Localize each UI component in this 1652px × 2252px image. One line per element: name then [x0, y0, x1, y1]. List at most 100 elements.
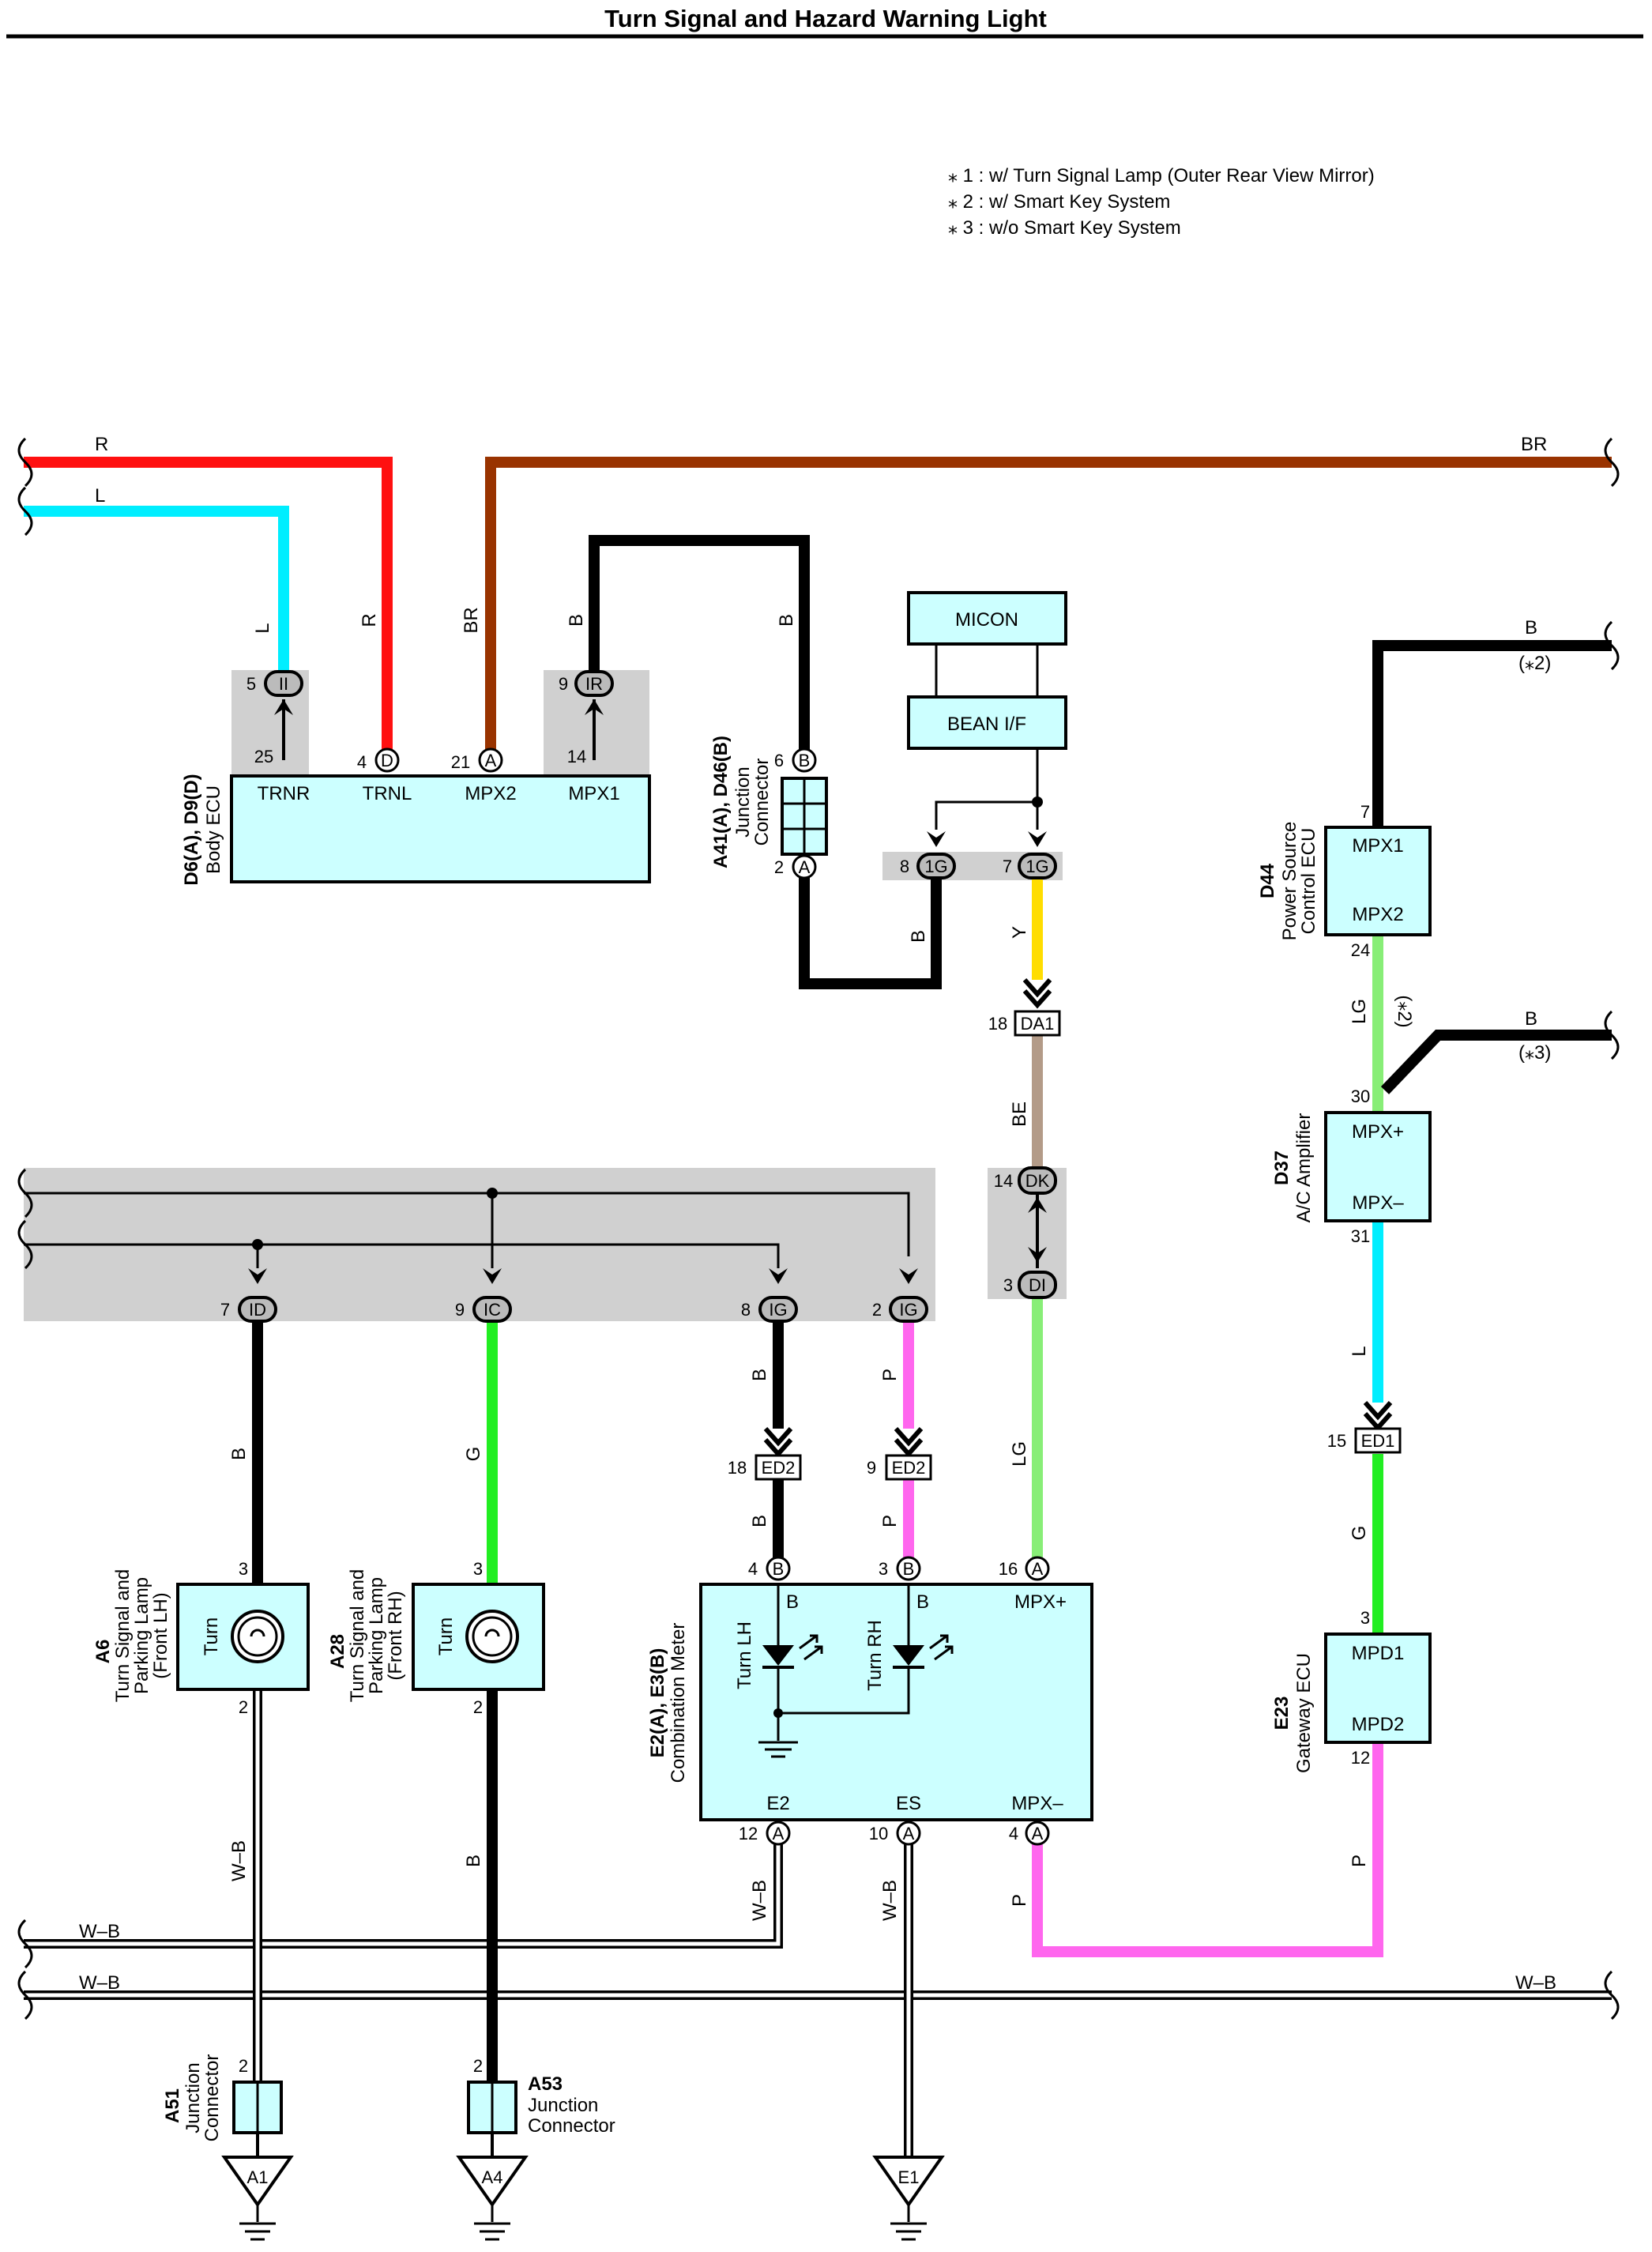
junction-connector-a53: 2 A53 Junction Connector: [467, 2056, 615, 2137]
arrow-ed2-9-1: [894, 1427, 924, 1447]
meter-conn-top-3: [1025, 1556, 1050, 1581]
label-r-top: R: [95, 434, 108, 455]
bus-connectors: ID 7 IC 9 IG 8 IG 2: [220, 1268, 928, 1323]
gateway-mpd1: MPD1: [1352, 1643, 1405, 1664]
wire-l: [24, 506, 289, 670]
micon-bean: MICON BEAN I/F: [907, 591, 1067, 750]
lamp-lh-bulb-outer: [231, 1610, 284, 1663]
conn-ii-id: II: [279, 674, 288, 694]
conn-ic: [472, 1296, 512, 1323]
label-l-top: L: [95, 485, 105, 507]
conn-di-id: DI: [1029, 1275, 1046, 1295]
wire-labels: R L BR L R BR B B B Y BE LG B (⁎2) LG (⁎…: [79, 434, 1556, 1994]
conn-ig-8-pin: 8: [741, 1300, 751, 1320]
conn-ir-id: IR: [585, 674, 603, 694]
wire-breaks: [17, 437, 1620, 2020]
label-b-power: B: [1525, 617, 1537, 638]
label-b-1g: B: [908, 930, 929, 943]
wb-lines: [24, 1689, 1612, 2157]
meter-label-e2: E2: [766, 1793, 789, 1814]
lamp-lh-label: Turn: [201, 1617, 222, 1655]
body-ecu: TRNR TRNL MPX2 MPX1 25 4 21 14 D A D6(A)…: [181, 747, 651, 886]
lamp-rh-pin-3: 3: [473, 1559, 483, 1579]
conn-id-pin: 7: [220, 1300, 230, 1320]
ground-e1-triangle: [872, 2156, 945, 2208]
ground-e1: E1: [872, 2156, 945, 2241]
junction-connector-a51: 2 A51 Junction Connector: [162, 2054, 283, 2142]
label-br-vert: BR: [461, 607, 482, 633]
a51-code: A51: [162, 2088, 183, 2123]
ac-amp-name: A/C Amplifier: [1293, 1113, 1315, 1223]
meter-conn-bottom-1-label: A: [773, 1824, 785, 1843]
meter-conn-bottom-3: [1025, 1821, 1050, 1846]
gateway-ecu: MPD1 MPD2 3 12 E23 Gateway ECU: [1271, 1608, 1432, 1773]
label-lg-meter: LG: [1009, 1441, 1030, 1467]
ground-a4-label: A4: [482, 2167, 503, 2187]
ac-amp-box: [1324, 1111, 1432, 1222]
junction-dot-bean: [1032, 796, 1043, 808]
a51-name-2: Connector: [201, 2054, 223, 2142]
conn-ed1-id: ED1: [1361, 1431, 1395, 1451]
break-wb-2: [17, 1970, 33, 2020]
conn-id: [238, 1296, 277, 1323]
ground-e1-label: E1: [898, 2167, 920, 2187]
conn-ig-2: [889, 1296, 928, 1323]
conn-da1-id: DA1: [1021, 1014, 1055, 1034]
label-g-lamp-rh: G: [463, 1447, 484, 1462]
jc-a41-name-1: Junction: [732, 766, 754, 837]
bus-dot-1: [487, 1188, 498, 1199]
ac-amp-code: D37: [1271, 1150, 1293, 1185]
arrow-1g-8: [927, 831, 946, 847]
grounds: A1 A4 E1: [221, 2156, 945, 2241]
meter-lamp-rh-label: Turn RH: [864, 1620, 886, 1691]
conn-ii: [264, 670, 303, 697]
label-b-ir: B: [566, 614, 587, 627]
conn-di: [1018, 1271, 1057, 1299]
conn-ed2-18: [755, 1454, 802, 1481]
meter-conn-bottom-3-label: A: [1032, 1824, 1044, 1843]
lamp-rh-label: Turn: [435, 1617, 457, 1655]
break-r: [17, 437, 33, 488]
meter-conn-top-3-label: A: [1032, 1559, 1044, 1579]
conn-ig-8-id: IG: [769, 1300, 787, 1320]
label-lg-power: LG: [1349, 999, 1370, 1024]
lamp-lh-filament: [250, 1629, 265, 1637]
arrow-da1-2: [1022, 989, 1052, 1009]
power-ecu-mpx1: MPX1: [1352, 835, 1403, 857]
notes: ⁎ 1 : w/ Turn Signal Lamp (Outer Rear Vi…: [948, 165, 1375, 239]
label-p-ed2: P: [879, 1515, 901, 1527]
label-star2-mid: (⁎2): [1394, 995, 1415, 1027]
meter-pin-bottom-1: 12: [739, 1824, 758, 1843]
conn-ed2-9: [885, 1454, 932, 1481]
gateway-name: Gateway ECU: [1293, 1653, 1315, 1773]
micon-label: MICON: [955, 609, 1018, 631]
meter-box: [699, 1583, 1093, 1821]
meter-pin-top-2: 3: [879, 1559, 888, 1579]
wire-p-mpx: [1032, 1742, 1383, 1957]
label-b-lamp-rh: B: [463, 1855, 484, 1867]
ground-a1-triangle: [221, 2156, 294, 2208]
wires: [24, 457, 1612, 2157]
jc-a41-name-2: Connector: [751, 759, 773, 846]
a51-name-1: Junction: [183, 2062, 204, 2133]
arrow-ig-2: [899, 1268, 918, 1284]
led-lh-icon: [762, 1645, 794, 1666]
conn-ig-2-pin: 2: [872, 1300, 882, 1320]
break-bus-1: [17, 1168, 33, 1218]
meter-pin-bottom-3: 4: [1009, 1824, 1018, 1843]
label-be: BE: [1009, 1102, 1030, 1127]
label-g-gateway: G: [1349, 1526, 1370, 1541]
label-wb-right: W–B: [1515, 1972, 1556, 1994]
meter-code: E2(A), E3(B): [647, 1648, 668, 1758]
meter-lamp-lh-label: Turn LH: [734, 1621, 755, 1689]
conn-ed2-18-pin: 18: [728, 1458, 747, 1478]
pin-4: 4: [357, 752, 367, 772]
conn-ed1-pin: 15: [1327, 1431, 1346, 1451]
wire-b-power: [1372, 640, 1612, 827]
conn-a: [478, 748, 503, 773]
bus-line-1: [24, 1192, 910, 1256]
conn-d: [374, 748, 400, 773]
break-b-star2: [1604, 620, 1620, 671]
ground-a4-triangle: [456, 2156, 529, 2208]
